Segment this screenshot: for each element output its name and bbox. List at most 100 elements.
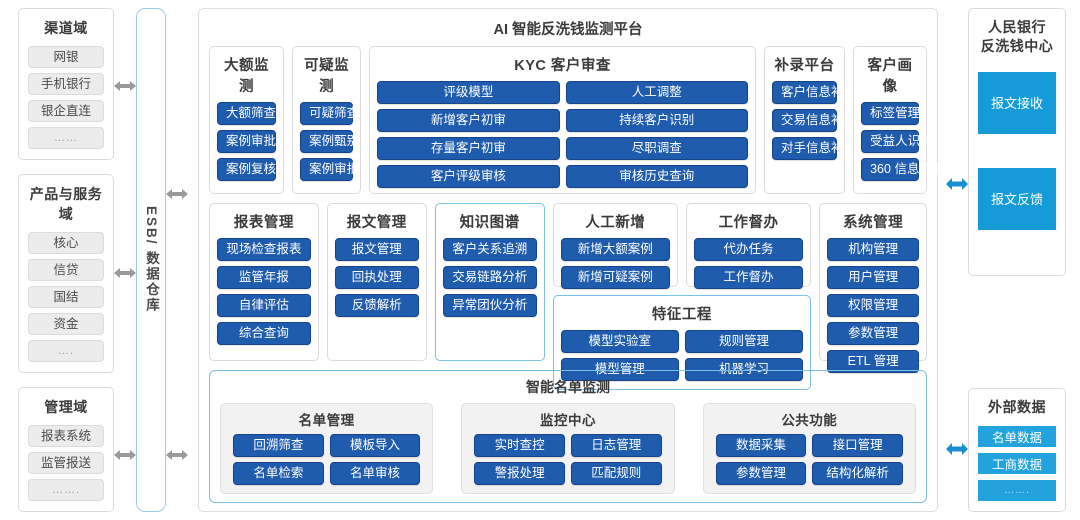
submodule-button[interactable]: 模板导入 <box>329 434 421 457</box>
submodule-button[interactable]: 匹配规则 <box>570 462 662 485</box>
module-button[interactable]: 存量客户初审 <box>377 137 560 160</box>
module-button[interactable]: 用户管理 <box>827 266 920 289</box>
bidirectional-arrow-icon <box>166 448 188 462</box>
module-button[interactable]: 新增客户初审 <box>377 109 560 132</box>
domain-box-product-service: 产品与服务域 核心 信贷 国结 资金 …. <box>18 174 114 373</box>
module-button[interactable]: 权限管理 <box>827 294 920 317</box>
module-button[interactable]: 客户信息补录 <box>772 81 856 104</box>
external-block-business-registry-data[interactable]: 工商数据 <box>978 453 1056 474</box>
domain-item[interactable]: 信贷 <box>28 259 104 281</box>
module-button[interactable]: 模型实验室 <box>560 330 679 353</box>
bidirectional-arrow-icon <box>114 266 136 280</box>
module-button[interactable]: 受益人识别 <box>861 130 933 153</box>
bidirectional-arrow-icon <box>114 448 136 462</box>
module-button[interactable]: 案例审批 <box>300 158 359 181</box>
platform-row-2: 报表管理 现场检查报表 监管年报 自律评估 综合查询 报文管理 报文管理 回执处… <box>209 203 928 390</box>
module-title: 补录平台 <box>774 58 835 74</box>
panel-title-line1: 人民银行 <box>988 19 1046 35</box>
domain-box-management: 管理域 报表系统 监管报送 ……. <box>18 387 114 512</box>
module-button[interactable]: 回执处理 <box>334 266 419 289</box>
domain-item[interactable]: 核心 <box>28 232 104 254</box>
module-suspicious-monitoring: 可疑监测 可疑筛查 案例甄别 案例审批 <box>292 46 362 194</box>
module-button[interactable]: 交易链路分析 <box>442 266 537 289</box>
submodule-button[interactable]: 结构化解析 <box>812 462 903 485</box>
module-intelligent-list-monitoring: 智能名单监测 名单管理 回溯筛查 模板导入 名单检索 名单审核 监控中心 实时查… <box>209 370 927 503</box>
submodule-button[interactable]: 回溯筛查 <box>233 434 324 457</box>
domain-item[interactable]: 监管报送 <box>28 452 104 474</box>
module-button[interactable]: 尽职调查 <box>565 137 748 160</box>
domain-item[interactable]: 手机银行 <box>28 73 104 95</box>
module-button[interactable]: 大额筛查 <box>217 102 277 125</box>
module-button[interactable]: 反馈解析 <box>334 294 419 317</box>
module-button[interactable]: 360 信息检索 <box>861 158 944 181</box>
module-button[interactable]: 现场检查报表 <box>217 238 311 261</box>
module-button[interactable]: 可疑筛查 <box>300 102 359 125</box>
module-title: 可疑监测 <box>304 58 350 95</box>
module-button[interactable]: 工作督办 <box>693 266 804 289</box>
module-button[interactable]: 新增大额案例 <box>560 238 670 261</box>
module-button[interactable]: 参数管理 <box>827 322 920 345</box>
panel-title: 外部数据 <box>988 399 1046 416</box>
submodule-button[interactable]: 数据采集 <box>715 434 807 457</box>
module-button[interactable]: 监管年报 <box>217 266 311 289</box>
module-button[interactable]: 自律评估 <box>217 294 311 317</box>
module-button[interactable]: 客户关系追溯 <box>442 238 537 261</box>
esb-data-warehouse-bar: ESB/ 数据仓库 <box>136 8 166 512</box>
submodule-button[interactable]: 实时查控 <box>474 434 565 457</box>
module-title: 智能名单监测 <box>526 379 610 395</box>
module-button[interactable]: 标签管理 <box>861 102 920 125</box>
module-button[interactable]: 异常团伙分析 <box>442 294 537 317</box>
module-button[interactable]: 对手信息补录 <box>772 137 856 160</box>
submodule-list-management: 名单管理 回溯筛查 模板导入 名单检索 名单审核 <box>220 403 434 494</box>
module-button[interactable]: 案例审批 <box>217 130 277 153</box>
module-button[interactable]: 报文管理 <box>334 238 419 261</box>
domain-item-more[interactable]: …… <box>28 127 104 149</box>
module-button[interactable]: 评级模型 <box>377 81 560 104</box>
platform-row-1: 大额监测 大额筛查 案例审批 案例复核 可疑监测 可疑筛查 案例甄别 案例审批 … <box>209 46 944 194</box>
module-button[interactable]: 审核历史查询 <box>565 165 748 188</box>
module-button[interactable]: 机构管理 <box>827 238 920 261</box>
module-title: 人工新增 <box>585 215 646 231</box>
submodule-public-functions: 公共功能 数据采集 接口管理 参数管理 结构化解析 <box>702 403 916 494</box>
module-button[interactable]: ETL 管理 <box>827 350 920 373</box>
domain-item-more[interactable]: …. <box>28 340 104 362</box>
domain-item[interactable]: 国结 <box>28 286 104 308</box>
module-group-middle: 人工新增 新增大额案例 新增可疑案例 工作督办 代办任务 工作督办 <box>552 203 812 390</box>
pboc-block-message-feedback[interactable]: 报文反馈 <box>978 167 1056 230</box>
esb-label: ESB/ 数据仓库 <box>144 206 159 314</box>
bidirectional-arrow-icon <box>114 79 136 93</box>
domain-item[interactable]: 网银 <box>28 46 104 68</box>
module-button[interactable]: 案例甄别 <box>300 130 359 153</box>
external-block-more[interactable]: ……. <box>978 480 1056 501</box>
module-button[interactable]: 代办任务 <box>693 238 804 261</box>
module-button[interactable]: 客户评级审核 <box>377 165 560 188</box>
module-button[interactable]: 案例复核 <box>217 158 277 181</box>
left-domain-column: 渠道域 网银 手机银行 银企直连 …… 产品与服务域 核心 信贷 国结 资金 …… <box>4 4 114 516</box>
module-button[interactable]: 规则管理 <box>684 330 804 353</box>
module-manual-addition: 人工新增 新增大额案例 新增可疑案例 <box>552 203 678 289</box>
domain-item[interactable]: 银企直连 <box>28 100 104 122</box>
domain-item[interactable]: 报表系统 <box>28 425 104 447</box>
external-block-list-data[interactable]: 名单数据 <box>978 426 1056 447</box>
module-button[interactable]: 交易信息补录 <box>772 109 856 132</box>
domain-item-more[interactable]: ……. <box>28 479 104 501</box>
module-button[interactable]: 人工调整 <box>565 81 748 104</box>
module-title: 报文管理 <box>346 215 407 231</box>
pboc-block-message-receive[interactable]: 报文接收 <box>978 71 1056 134</box>
module-button[interactable]: 持续客户识别 <box>565 109 748 132</box>
module-button[interactable]: 机器学习 <box>684 358 804 381</box>
module-button[interactable]: 综合查询 <box>217 322 311 345</box>
module-title: 客户画像 <box>867 58 913 95</box>
module-button[interactable]: 模型管理 <box>560 358 679 381</box>
submodule-button[interactable]: 名单审核 <box>329 462 421 485</box>
submodule-button[interactable]: 参数管理 <box>715 462 807 485</box>
submodule-button[interactable]: 警报处理 <box>474 462 565 485</box>
submodule-button[interactable]: 接口管理 <box>812 434 903 457</box>
module-button[interactable]: 新增可疑案例 <box>560 266 670 289</box>
submodule-button[interactable]: 名单检索 <box>233 462 324 485</box>
right-external-column: 人民银行 反洗钱中心 报文接收 报文反馈 外部数据 名单数据 工商数据 ……. <box>968 4 1076 516</box>
submodule-button[interactable]: 日志管理 <box>570 434 662 457</box>
domain-item[interactable]: 资金 <box>28 313 104 335</box>
module-large-amount-monitoring: 大额监测 大额筛查 案例审批 案例复核 <box>209 46 285 194</box>
